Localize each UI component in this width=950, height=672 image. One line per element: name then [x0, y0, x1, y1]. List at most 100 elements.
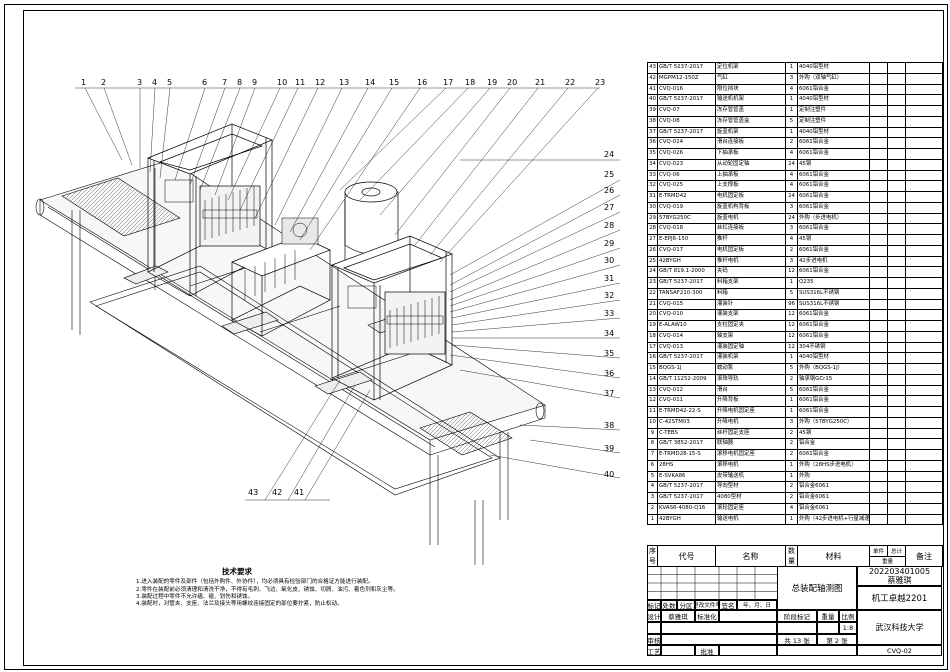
part-material: 6061铝合金	[797, 223, 870, 235]
part-name: 灌装机架	[715, 352, 786, 364]
part-seq: 3	[647, 492, 658, 504]
part-material: 外购（42步进电机+行星减速器）	[797, 513, 870, 526]
part-blank-cell	[869, 201, 888, 214]
part-code: CVQ-023	[657, 158, 716, 171]
part-blank-cell	[887, 363, 906, 375]
university-name: 武汉科技大学	[857, 610, 942, 645]
part-seq: 7	[647, 449, 658, 461]
part-name: 上支撑板	[715, 180, 786, 192]
balloon-label: 5	[167, 78, 173, 87]
part-name: 电机固定板	[715, 191, 786, 203]
part-blank-cell	[887, 320, 906, 332]
part-blank-cell	[905, 201, 943, 214]
part-qty: 4	[785, 502, 798, 515]
balloon-label: 1	[81, 78, 87, 87]
approve-blank	[719, 645, 777, 656]
part-code: CVQ-06	[657, 169, 716, 182]
part-code: E-ALAW10	[657, 320, 716, 332]
blank-b	[661, 622, 777, 634]
part-blank-cell	[905, 266, 943, 278]
part-blank-cell	[869, 427, 888, 440]
part-blank-cell	[887, 416, 906, 429]
part-seq: 27	[647, 234, 658, 246]
balloon-label: 23	[595, 78, 606, 87]
weight-blank	[817, 622, 839, 634]
balloon-label: 17	[443, 78, 454, 87]
balloon-label: 26	[604, 186, 615, 195]
part-code: CVQ-018	[657, 223, 716, 235]
part-blank-cell	[887, 384, 906, 397]
part-blank-cell	[869, 115, 888, 128]
part-material: 6061铝合金	[797, 406, 870, 418]
review-label: 审核	[647, 634, 661, 645]
part-material: 6061铝合金	[797, 395, 870, 407]
part-code: GB/T 819.1-2000	[657, 266, 716, 278]
part-name: 滚珠导轨	[715, 373, 786, 386]
part-code: CVQ-026	[657, 148, 716, 160]
drawing-number: CVQ-02	[857, 645, 942, 656]
part-name: 灌装针	[715, 298, 786, 311]
part-seq: 26	[647, 244, 658, 257]
part-blank-cell	[905, 406, 943, 418]
blank-a	[647, 622, 661, 634]
part-qty: 2	[785, 438, 798, 450]
sign-label: 签名	[719, 600, 737, 610]
part-blank-cell	[905, 148, 943, 160]
part-code: CVQ-015	[657, 298, 716, 311]
part-name: 上抽承板	[715, 169, 786, 182]
part-qty: 3	[785, 223, 798, 235]
balloon-label: 4	[152, 78, 158, 87]
student-id: 202203401005	[868, 567, 931, 576]
part-name: 冻存管管盖盒	[715, 115, 786, 128]
part-material: 4040铝型材	[797, 62, 870, 74]
part-material: 6061铝合金	[797, 320, 870, 332]
part-blank-cell	[887, 309, 906, 321]
part-seq: 16	[647, 352, 658, 364]
part-material: 6061铝合金	[797, 83, 870, 96]
part-blank-cell	[887, 459, 906, 472]
part-name: 料箱支架	[715, 277, 786, 289]
part-name: 皮带输送机	[715, 470, 786, 483]
part-blank-cell	[887, 105, 906, 117]
part-blank-cell	[905, 180, 943, 192]
part-qty: 96	[785, 298, 798, 311]
part-code: CVQ-012	[657, 384, 716, 397]
part-blank-cell	[905, 427, 943, 440]
balloon-label: 21	[535, 78, 546, 87]
part-material: 42步进电机	[797, 255, 870, 268]
part-qty: 1	[785, 395, 798, 407]
part-material: 45钢	[797, 427, 870, 440]
part-code: E-EPJ6-150	[657, 234, 716, 246]
part-blank-cell	[905, 470, 943, 483]
part-seq: 9	[647, 427, 658, 440]
part-blank-cell	[887, 449, 906, 461]
part-blank-cell	[887, 502, 906, 515]
part-seq: 19	[647, 320, 658, 332]
balloon-label: 33	[604, 309, 615, 318]
balloon-label: 22	[565, 78, 576, 87]
part-seq: 39	[647, 105, 658, 117]
part-blank-cell	[869, 234, 888, 246]
part-code: GB/T 5237-2017	[657, 492, 716, 504]
part-code: CVQ-07	[657, 105, 716, 117]
part-seq: 8	[647, 438, 658, 450]
part-material: 4040铝型材	[797, 94, 870, 106]
part-qty: 5	[785, 363, 798, 375]
part-material: 铝合金6061	[797, 492, 870, 504]
header-seq: 序号	[647, 545, 658, 567]
part-blank-cell	[887, 470, 906, 483]
part-blank-cell	[887, 406, 906, 418]
part-code: GB/T 3852-2017	[657, 438, 716, 450]
part-blank-cell	[905, 191, 943, 203]
balloon-label: 7	[222, 78, 228, 87]
